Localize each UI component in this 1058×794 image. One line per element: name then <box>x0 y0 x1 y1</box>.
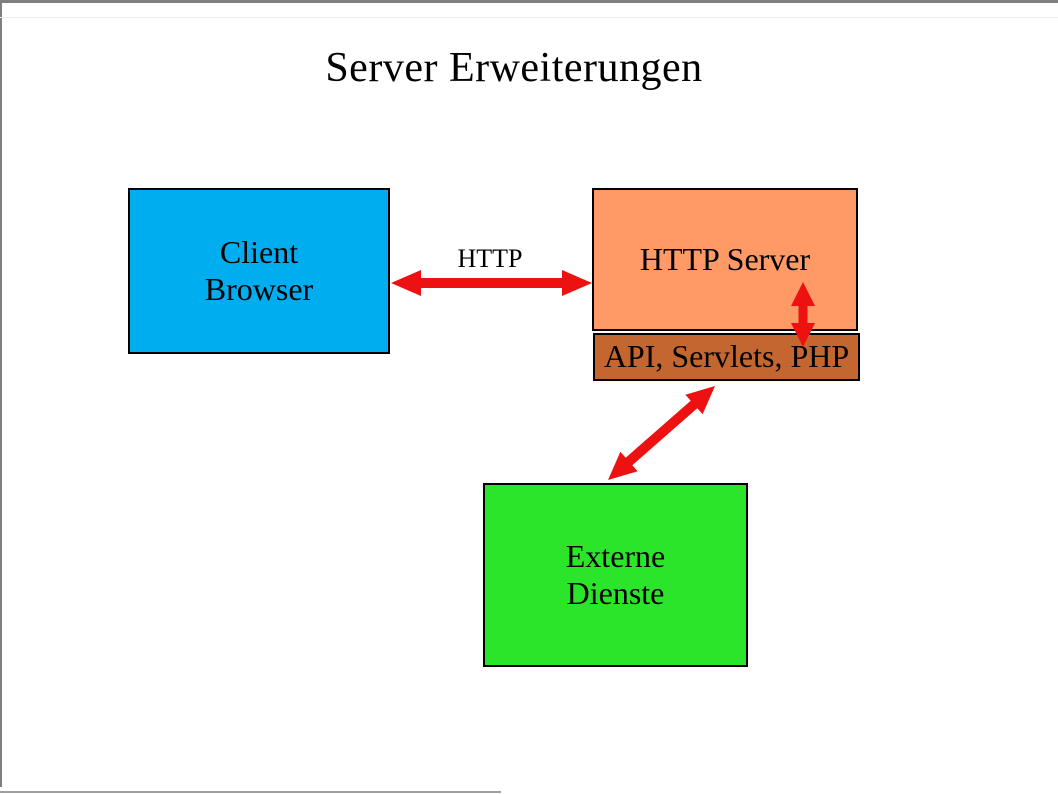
frame-bottom-edge <box>0 791 501 793</box>
double-arrow-api-external-icon <box>608 386 715 480</box>
http-server-box: HTTP Server <box>592 188 858 331</box>
api-servlets-php-box: API, Servlets, PHP <box>593 333 860 381</box>
frame-faint-line <box>0 17 1058 18</box>
http-connection-label: HTTP <box>457 244 523 273</box>
externe-dienste-box: Externe Dienste <box>483 483 748 667</box>
client-browser-box: Client Browser <box>128 188 390 354</box>
frame-top-edge <box>0 0 1058 3</box>
frame-left-edge <box>0 0 2 787</box>
externe-dienste-label: Externe Dienste <box>565 537 666 611</box>
http-server-label: HTTP Server <box>639 240 811 277</box>
page-title: Server Erweiterungen <box>325 45 703 91</box>
api-servlets-php-label: API, Servlets, PHP <box>603 338 850 375</box>
client-browser-label: Client Browser <box>204 233 314 307</box>
